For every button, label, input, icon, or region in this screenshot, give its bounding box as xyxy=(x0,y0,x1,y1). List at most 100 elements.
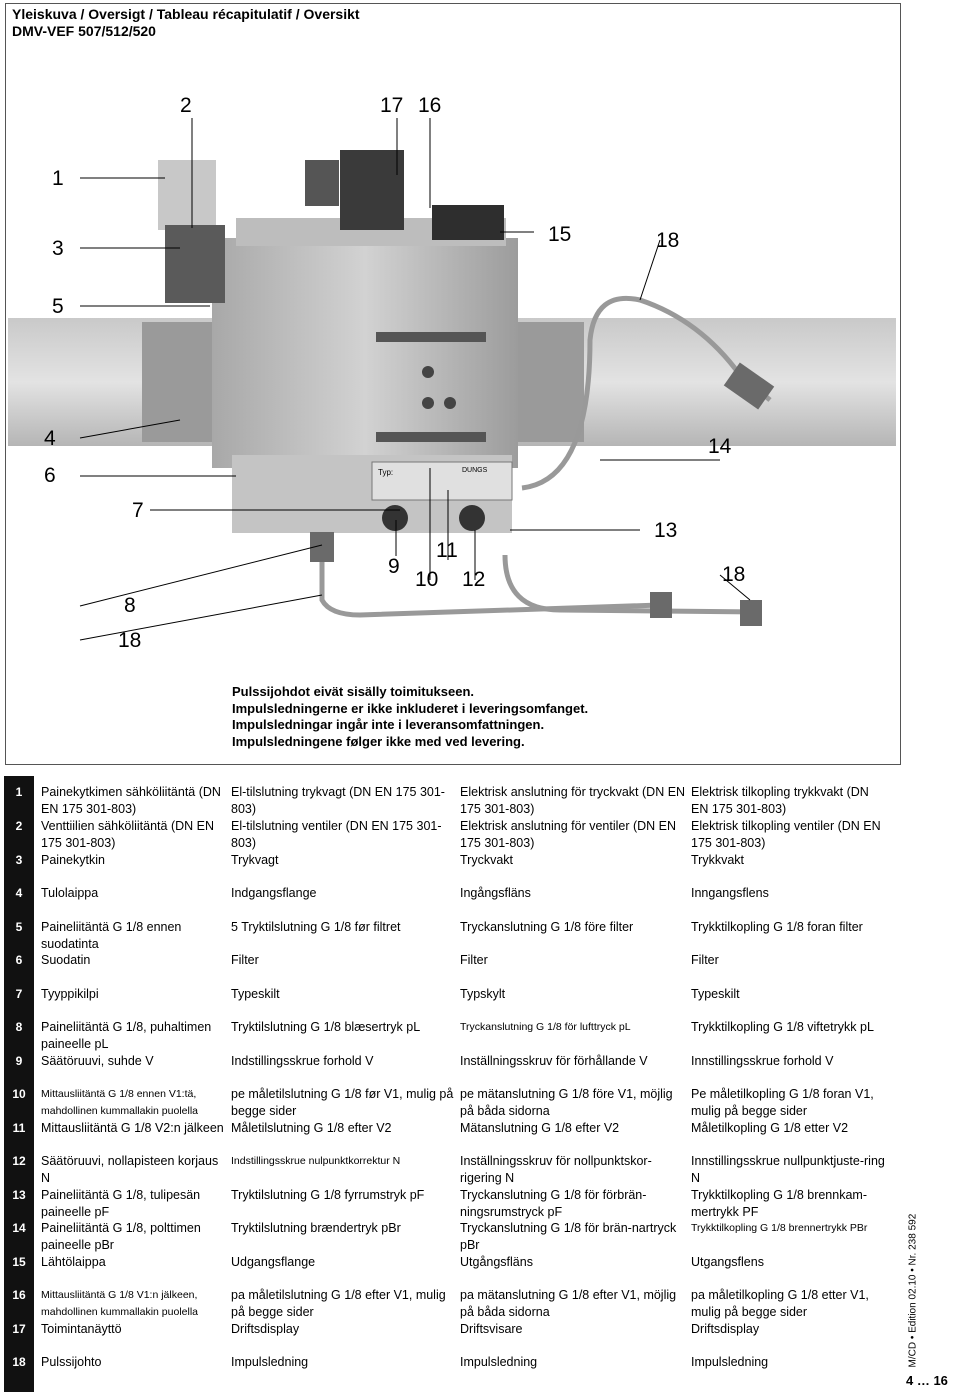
page-number: 4 … 16 xyxy=(906,1373,948,1388)
cell-no: Impulsledning xyxy=(691,1355,769,1369)
cell-sv: Inställningsskruv för förhållande V xyxy=(460,1054,648,1068)
cell-da: Impulsledning xyxy=(231,1355,309,1369)
row-number: 8 xyxy=(15,1020,23,1034)
cell-no: Inngangsflens xyxy=(691,886,769,900)
cell-da: 5 Tryktilslutning G 1/8 før filtret xyxy=(231,920,401,934)
header-model: DMV-VEF 507/512/520 xyxy=(12,23,156,39)
cell-fi: Mittausliitäntä G 1/8 V1:n jälkeen, mahd… xyxy=(41,1289,199,1318)
cell-no: Innstillingsskrue nullpunktjuste-ring N xyxy=(691,1154,885,1185)
cell-no: pa måletilkopling G 1/8 etter V1, mulig … xyxy=(691,1288,869,1319)
cell-sv: Elektrisk anslutning för ventiler (DN EN… xyxy=(460,819,677,850)
cell-da: Tryktilslutning G 1/8 fyrrumstryk pF xyxy=(231,1188,425,1202)
cell-fi: Säätöruuvi, suhde V xyxy=(41,1054,154,1068)
row-number: 14 xyxy=(12,1221,26,1235)
cell-no: Typeskilt xyxy=(691,987,740,1001)
cell-sv: Filter xyxy=(460,953,488,967)
cell-no: Trykktilkopling G 1/8 brennkam-mertrykk … xyxy=(691,1188,867,1219)
fitting-18 xyxy=(740,600,762,626)
cell-sv: Typskylt xyxy=(460,987,506,1001)
callout-2: 2 xyxy=(180,94,192,117)
row-number: 10 xyxy=(12,1087,26,1101)
cell-sv: Mätanslutning G 1/8 efter V2 xyxy=(460,1121,620,1135)
cell-sv: Impulsledning xyxy=(460,1355,538,1369)
cell-fi: Säätöruuvi, nollapisteen korjaus N xyxy=(41,1154,219,1185)
header-title: Yleiskuva / Oversigt / Tableau récapitul… xyxy=(12,6,360,22)
cell-sv: Ingångsfläns xyxy=(460,886,531,900)
edition-note: M/CD • Edition 02.10 • Nr. 238 592 xyxy=(905,1210,921,1370)
row-number: 6 xyxy=(15,953,23,967)
overview-frame xyxy=(5,3,901,765)
cell-da: El-tilslutning ventiler (DN EN 175 301-8… xyxy=(231,819,442,850)
note-da: Impulsledningerne er ikke inkluderet i l… xyxy=(232,700,589,716)
cell-da: Driftsdisplay xyxy=(231,1322,300,1336)
cell-da: El-tilslutning trykvagt (DN EN 175 301-8… xyxy=(231,785,445,816)
row-number: 4 xyxy=(15,886,23,900)
row-number: 17 xyxy=(12,1322,26,1336)
cell-no: Trykktilkopling G 1/8 brennertrykk PBr xyxy=(691,1222,868,1234)
delivery-note: Pulssijohdot eivät sisälly toimitukseen.… xyxy=(232,684,588,750)
valve-connector xyxy=(340,150,404,230)
row-number: 16 xyxy=(12,1288,26,1302)
gas-valve-illustration: Typ: DUNGS xyxy=(8,118,896,641)
row-number: 12 xyxy=(12,1154,26,1168)
row-number: 9 xyxy=(15,1054,23,1068)
type-plate-typ: Typ: xyxy=(378,468,393,477)
callout-13: 13 xyxy=(654,519,678,542)
cell-fi: Mittausliitäntä G 1/8 V2:n jälkeen xyxy=(41,1121,224,1135)
cell-sv: Elektrisk anslutning för tryckvakt (DN E… xyxy=(460,785,686,816)
cell-no: Elektrisk tilkopling ventiler (DN EN 175… xyxy=(691,819,881,850)
cell-fi: Mittausliitäntä G 1/8 ennen V1:tä, mahdo… xyxy=(41,1088,199,1117)
slot-bottom xyxy=(376,432,486,442)
row-number: 11 xyxy=(12,1121,26,1135)
impulse-line-top xyxy=(521,295,772,491)
cell-da: pe måletilslutning G 1/8 før V1, mulig p… xyxy=(231,1087,454,1118)
cell-no: Pe måletilkopling G 1/8 foran V1, mulig … xyxy=(691,1087,874,1118)
callout-17: 17 xyxy=(380,94,404,117)
row-number: 1 xyxy=(15,785,23,799)
callout-18-right: 18 xyxy=(722,563,746,586)
cell-no: Filter xyxy=(691,953,719,967)
cell-da: pa måletilslutning G 1/8 efter V1, mulig… xyxy=(231,1288,446,1319)
cell-sv: Utgångsfläns xyxy=(460,1255,533,1269)
legend-number-column xyxy=(4,776,34,1392)
callout-11: 11 xyxy=(436,539,458,562)
pressure-switch-connector xyxy=(158,160,216,230)
cell-sv: Inställningsskruv för nollpunktskor-rige… xyxy=(460,1154,652,1185)
callout-4: 4 xyxy=(44,427,56,450)
cell-fi: Painekytkin xyxy=(41,853,105,867)
cell-no: Driftsdisplay xyxy=(691,1322,760,1336)
row-number: 15 xyxy=(12,1255,26,1269)
cell-fi: Suodatin xyxy=(41,953,91,967)
cell-fi: Tyyppikilpi xyxy=(41,987,99,1001)
cell-da: Trykvagt xyxy=(231,853,279,867)
cell-fi: Lähtölaippa xyxy=(41,1255,106,1269)
cell-da: Tryktilslutning brændertryk pBr xyxy=(231,1221,401,1235)
callout-1: 1 xyxy=(52,167,64,190)
cell-fi: Pulssijohto xyxy=(41,1355,102,1369)
cell-no: Utgangsflens xyxy=(691,1255,764,1269)
adjust-dial-v xyxy=(382,505,408,531)
cell-no: Trykktilkopling G 1/8 foran filter xyxy=(691,920,863,934)
pressure-switch xyxy=(165,225,225,303)
actuator-cap xyxy=(432,205,504,240)
impulse-line-bottom-1 xyxy=(319,555,661,618)
callout-10: 10 xyxy=(415,568,439,591)
outlet-flange xyxy=(516,322,584,442)
cell-sv: Driftsvisare xyxy=(460,1322,523,1336)
cell-no: Trykkvakt xyxy=(691,853,745,867)
callout-16: 16 xyxy=(418,94,442,117)
cell-no: Innstillingsskrue forhold V xyxy=(691,1054,834,1068)
row-number: 13 xyxy=(12,1188,26,1202)
cell-da: Indstillingsskrue nulpunktkorrektur N xyxy=(231,1155,401,1167)
cell-no: Trykktilkopling G 1/8 viftetrykk pL xyxy=(691,1020,874,1034)
cell-da: Typeskilt xyxy=(231,987,280,1001)
impulse-line-bottom-2 xyxy=(502,554,761,615)
fitting-13 xyxy=(650,592,672,618)
callout-5: 5 xyxy=(52,295,64,318)
callout-18-left: 18 xyxy=(118,629,142,652)
page-header: Yleiskuva / Oversigt / Tableau récapitul… xyxy=(12,6,360,40)
inlet-flange xyxy=(142,322,212,442)
callout-15: 15 xyxy=(548,223,572,246)
display-indicator xyxy=(305,160,339,206)
cell-da: Indgangsflange xyxy=(231,886,317,900)
